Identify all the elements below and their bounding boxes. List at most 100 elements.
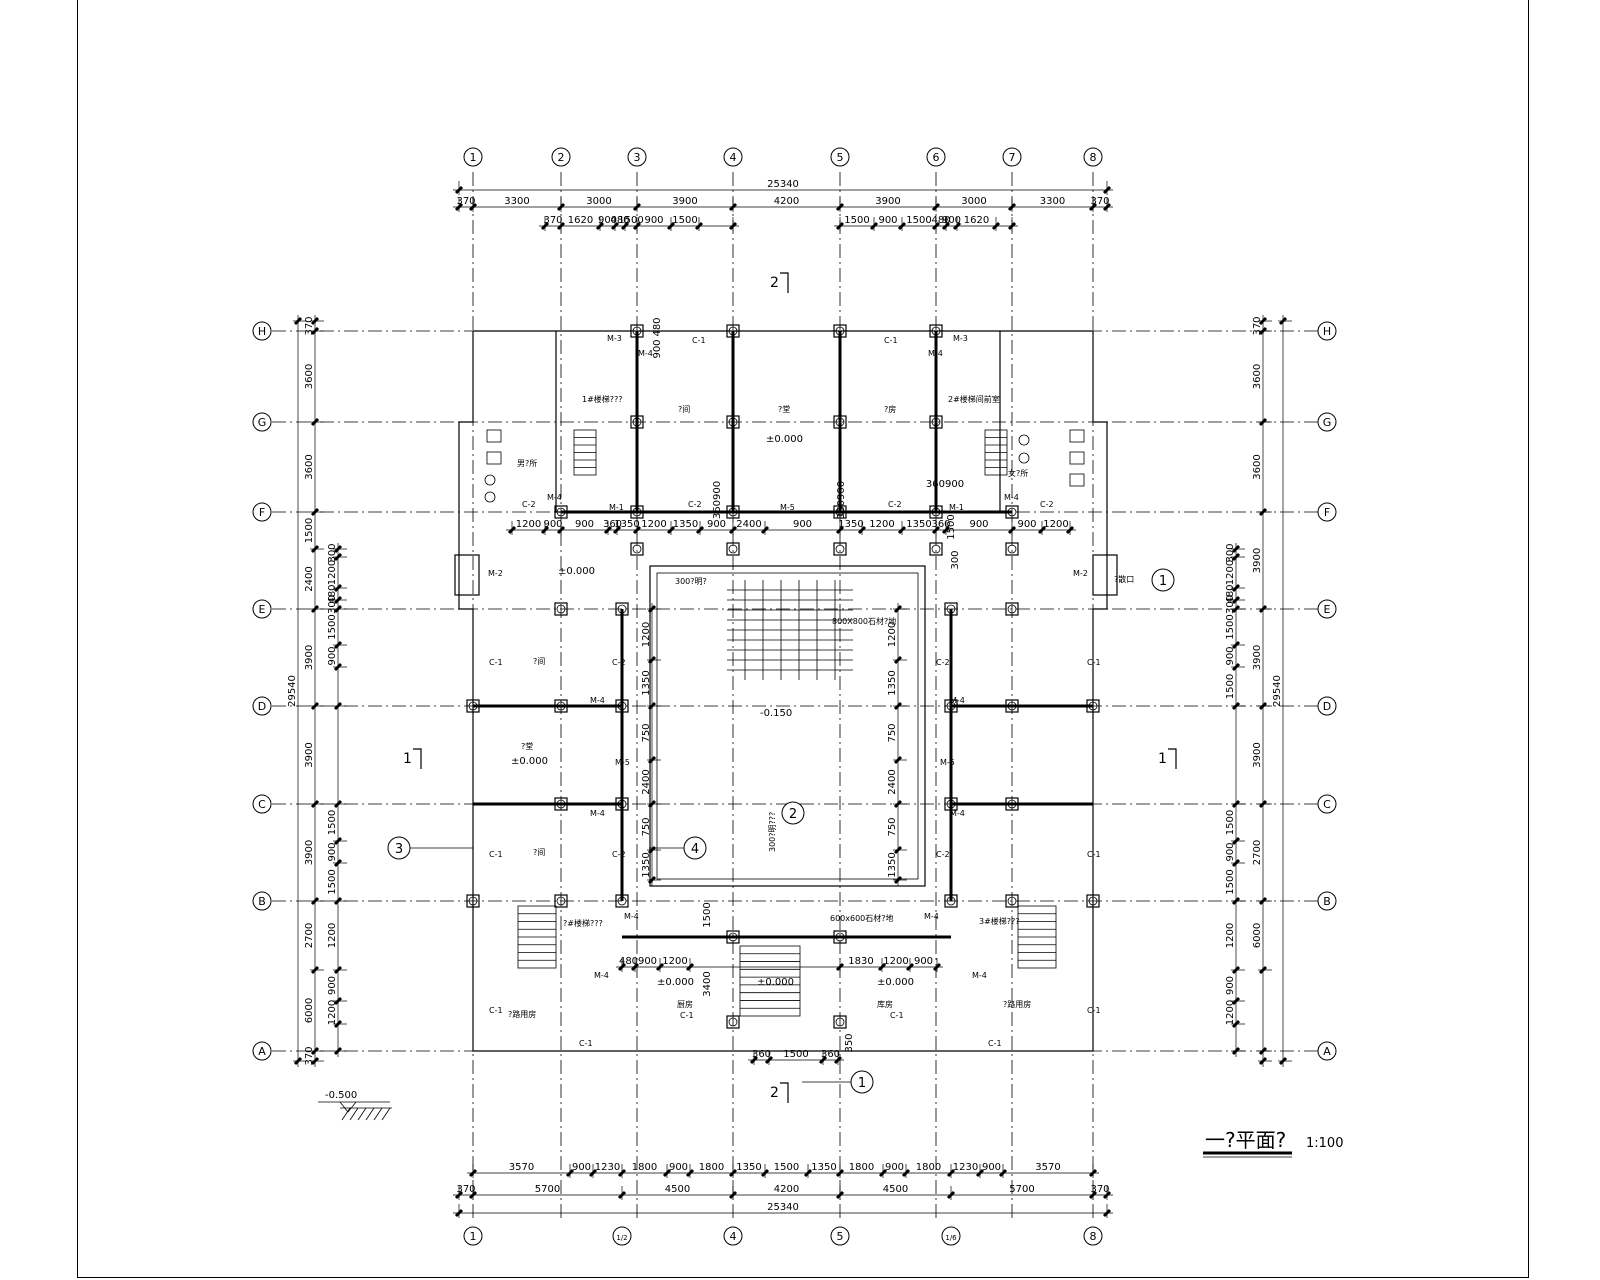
dim-left-inner-tick-7 bbox=[333, 701, 343, 711]
axis-bubble-bottom-6-label: 8 bbox=[1090, 1230, 1097, 1243]
dim-left-outer-tick-0 bbox=[310, 316, 320, 326]
dim-front-tick-3 bbox=[685, 962, 695, 972]
dim-right-inner-tick-9 bbox=[1231, 836, 1241, 846]
dim-court-left-val-5: 1350 bbox=[641, 852, 652, 877]
door-label-4: M-1 bbox=[609, 503, 624, 512]
hatch-3 bbox=[365, 1107, 375, 1121]
axis-bubble-left-B-circle bbox=[252, 891, 272, 911]
dim-left-outer-tick-6 bbox=[310, 701, 320, 711]
dim-top-row1-val-4: 4200 bbox=[774, 196, 799, 207]
dim-right-outer-tick-6 bbox=[1258, 799, 1268, 809]
drawing-title: 一?平面? bbox=[1205, 1128, 1286, 1152]
column-core-4 bbox=[632, 417, 642, 427]
dim-court-right-val-0: 1200 bbox=[887, 622, 898, 647]
column-box-7 bbox=[929, 415, 943, 429]
door-label-7: M-4 bbox=[1004, 493, 1019, 502]
column-core-14 bbox=[632, 544, 642, 554]
dim-right-inner-val-13: 1200 bbox=[1225, 1000, 1236, 1025]
dim-court-right-tick-0 bbox=[893, 604, 903, 614]
dim-f-row-tick-2 bbox=[556, 525, 566, 535]
column-core-2 bbox=[835, 326, 845, 336]
wc-basin-4 bbox=[1018, 452, 1030, 464]
detail-mark-5-label: 1 bbox=[858, 1076, 866, 1091]
column-box-33 bbox=[466, 894, 480, 908]
dim-left-inner-tick-10 bbox=[333, 858, 343, 868]
dim-top-row2-right-tick-2 bbox=[897, 221, 907, 231]
dim-right-outer-tick-3 bbox=[1258, 507, 1268, 517]
dim-top-row1-val-7: 3300 bbox=[1040, 196, 1065, 207]
dim-court-right-val-1: 1350 bbox=[887, 670, 898, 695]
dim-left-inner-tick-8 bbox=[333, 799, 343, 809]
dim-top-row2-left-val-4: 1500 bbox=[618, 215, 643, 226]
dim-left-inner-val-5: 900 bbox=[327, 646, 338, 665]
column-box-3 bbox=[929, 324, 943, 338]
window-label-18: C-1 bbox=[680, 1011, 694, 1020]
dim-court-right-tick-2 bbox=[893, 701, 903, 711]
column-core-26 bbox=[946, 701, 956, 711]
door-label-3: M-4 bbox=[928, 349, 943, 358]
dim-bottom-row1-tick-5 bbox=[685, 1168, 695, 1178]
dim-top-row2-right-tick-5 bbox=[952, 221, 962, 231]
label-kitchen2: 库房 bbox=[877, 999, 893, 1009]
dim-court-left-tick-0 bbox=[647, 604, 657, 614]
dim-top-row2-right-val-0: 1500 bbox=[844, 215, 869, 226]
dim-left-inner-val-9: 900 bbox=[327, 842, 338, 861]
axis-bubble-top-3-circle bbox=[627, 147, 647, 167]
dim-left-inner-val-4: 1500 bbox=[327, 614, 338, 639]
column-box-36 bbox=[944, 894, 958, 908]
column-box-34 bbox=[554, 894, 568, 908]
dim-top-row2-right-val-2: 1500 bbox=[906, 215, 931, 226]
dim-top-row2-left-tick-2 bbox=[595, 221, 605, 231]
dim-right-inner-tick-14 bbox=[1231, 1019, 1241, 1029]
dim-bottom-total-val-0: 25340 bbox=[767, 1202, 799, 1213]
dim-bottom-row1-val-14: 3570 bbox=[1035, 1162, 1060, 1173]
dim-bottom-row1-tick-14 bbox=[998, 1168, 1008, 1178]
wc-basin-3 bbox=[1018, 434, 1030, 446]
hatch-0 bbox=[341, 1107, 351, 1121]
dim-top-row1-tick-2 bbox=[556, 202, 566, 212]
column-core-25 bbox=[617, 701, 627, 711]
label-room-l3: ?间 bbox=[533, 848, 545, 857]
dim-right-outer-val-0: 370 bbox=[1252, 316, 1263, 335]
dim-right-outer-tick-2 bbox=[1258, 417, 1268, 427]
door-label-1: M-3 bbox=[953, 334, 968, 343]
dim-bottom-row2-tick-2 bbox=[617, 1190, 627, 1200]
column-core-13 bbox=[1007, 507, 1017, 517]
column-core-17 bbox=[931, 544, 941, 554]
dim-f-row-val-9: 900 bbox=[793, 519, 812, 530]
dim-court-left-tick-4 bbox=[647, 799, 657, 809]
dim-misc-v900: 900 bbox=[652, 339, 663, 358]
axis-bubble-right-C-circle bbox=[1317, 794, 1337, 814]
dim-top-row2-right-val-4: 900 bbox=[942, 215, 961, 226]
label-elev-e: ±0.000 bbox=[558, 566, 595, 577]
axis-bubble-right-B-circle bbox=[1317, 891, 1337, 911]
axis-bubble-left-F-label: F bbox=[259, 506, 265, 519]
cut-mark-left-num: 1 bbox=[403, 751, 412, 767]
dim-top-row2-left-val-0: 370 bbox=[543, 215, 562, 226]
label-kitchen: 厨房 bbox=[677, 999, 693, 1009]
dim-bottom-row1-val-10: 900 bbox=[885, 1162, 904, 1173]
dim-f-row-val-8: 2400 bbox=[736, 519, 761, 530]
window-label-19: C-1 bbox=[890, 1011, 904, 1020]
dim-left-outer-tick-4 bbox=[310, 544, 320, 554]
dim-right-outer-val-5: 3900 bbox=[1252, 742, 1263, 767]
dim-front-tick-1 bbox=[630, 962, 640, 972]
dim-court-right-tick-1 bbox=[893, 655, 903, 665]
column-box-25 bbox=[615, 699, 629, 713]
label-elev-front-c: ±0.000 bbox=[757, 977, 794, 988]
cut-mark-top-bar bbox=[780, 272, 789, 293]
cut-mark-right-num: 1 bbox=[1158, 751, 1167, 767]
dim-f-row-val-16: 1200 bbox=[1043, 519, 1068, 530]
label-elev-d: ±0.000 bbox=[511, 756, 548, 767]
label-court-edge2: 300?明??? bbox=[768, 812, 777, 852]
dim-court-left-tick-3 bbox=[647, 755, 657, 765]
door-label-8: M-5 bbox=[780, 503, 795, 512]
dim-top-row1-val-1: 3300 bbox=[504, 196, 529, 207]
dim-entrance-val-1: 1500 bbox=[783, 1049, 808, 1060]
dim-f-row-tick-13 bbox=[931, 525, 941, 535]
dim-misc-360900a: 360900 bbox=[712, 481, 723, 519]
axis-bubble-left-A-label: A bbox=[258, 1045, 266, 1058]
dim-bottom-row1-val-13: 900 bbox=[982, 1162, 1001, 1173]
column-box-13 bbox=[1005, 505, 1019, 519]
